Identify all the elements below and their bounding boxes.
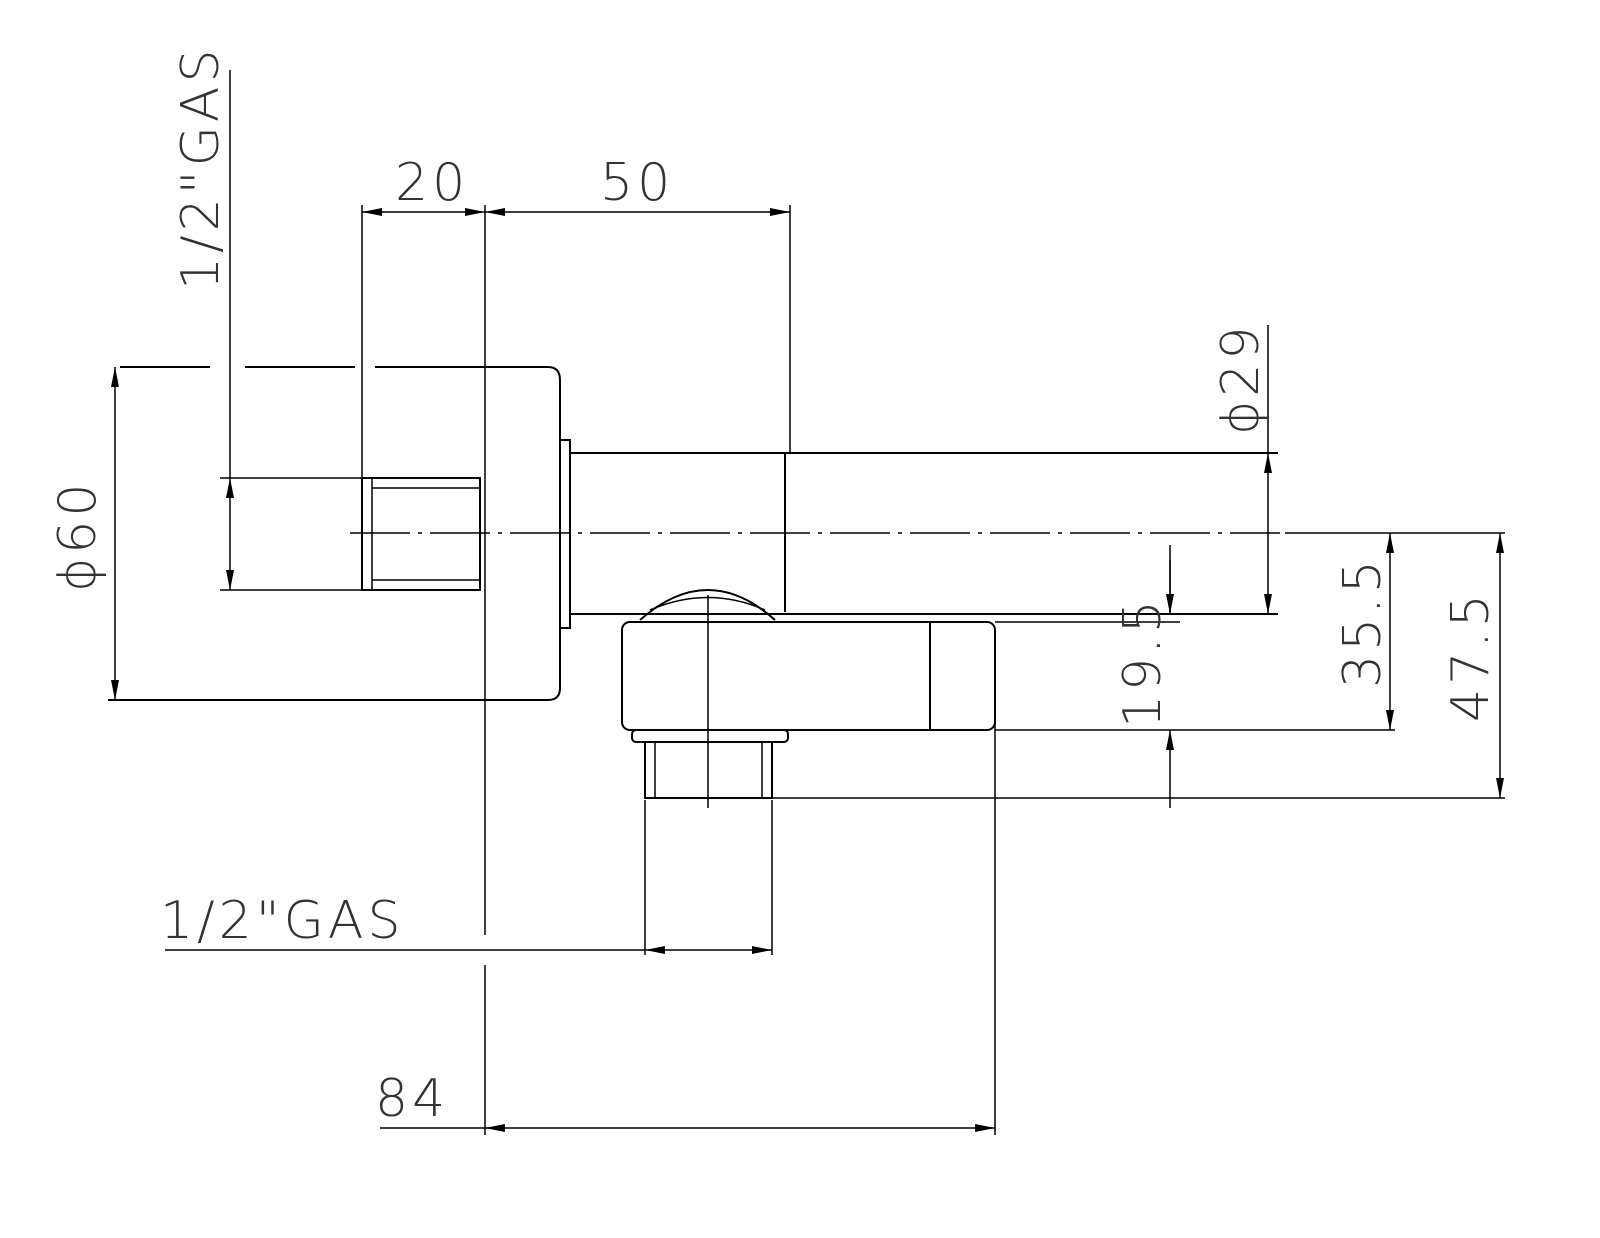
dim-47-5-label: 47.5 (1441, 590, 1501, 722)
dim-35-5-label: 35.5 (1333, 556, 1393, 688)
dim-19-5-label: 19.5 (1113, 596, 1173, 728)
thread-top-label: 1/2"GAS (171, 46, 231, 290)
outlet-body (621, 589, 996, 799)
rear-thread (361, 477, 481, 591)
center-lines (350, 532, 1505, 808)
dim-50-label: 50 (600, 153, 674, 213)
dim-20-label: 20 (395, 153, 469, 213)
dimension-lines (111, 208, 1504, 1132)
dim-84-label: 84 (375, 1069, 449, 1129)
extension-lines (220, 70, 1505, 1135)
dia-60-label: ϕ60 (48, 480, 108, 592)
thread-bottom-label: 1/2"GAS (160, 891, 404, 951)
wall-flange (108, 366, 571, 701)
dia-29-label: ϕ29 (1211, 323, 1271, 435)
